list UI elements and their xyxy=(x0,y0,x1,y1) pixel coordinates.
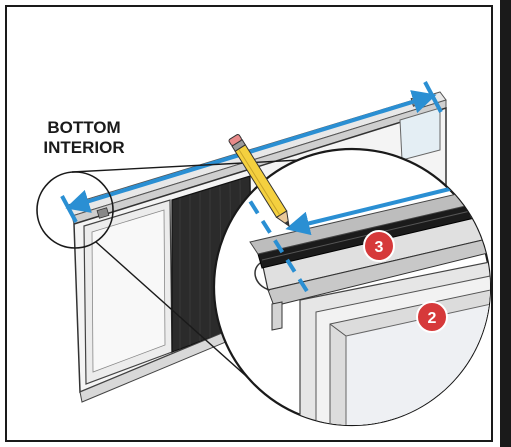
pencil-icon xyxy=(228,134,290,228)
measurement-arrow xyxy=(65,90,437,213)
side-bar xyxy=(500,0,511,447)
measure-tick-right xyxy=(423,81,443,113)
callout-label-line1: BOTTOM xyxy=(47,118,121,137)
step-badge-3: 3 xyxy=(363,230,395,262)
callout-label-line2: INTERIOR xyxy=(43,138,125,157)
callout-line-top xyxy=(71,159,301,173)
step-2-number: 2 xyxy=(428,310,437,327)
measure-tick-left xyxy=(60,195,78,223)
callout-label: BOTTOM INTERIOR xyxy=(26,118,142,158)
callout-line-bottom xyxy=(95,241,265,393)
strip-arrow xyxy=(285,182,471,236)
step-3-number: 3 xyxy=(375,239,384,256)
step-badge-2: 2 xyxy=(416,301,448,333)
